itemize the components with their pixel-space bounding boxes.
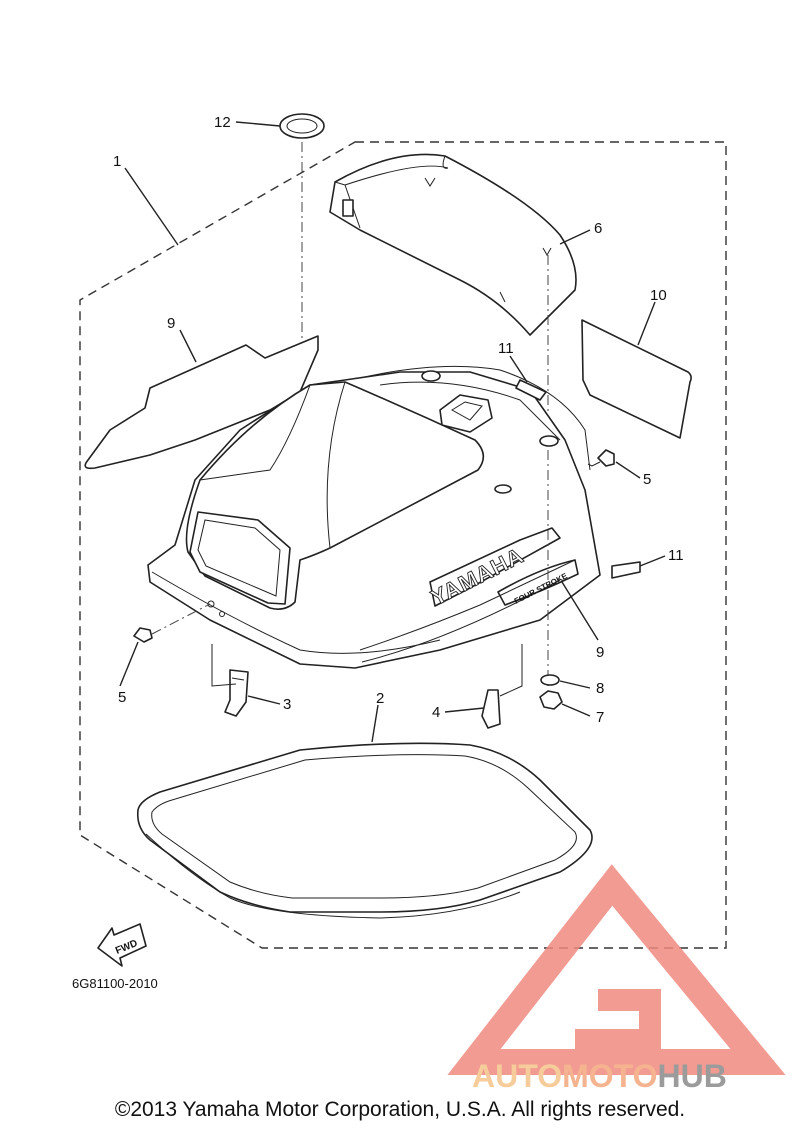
- fwd-arrow-icon: [97, 923, 147, 967]
- seal-gasket-2: [136, 742, 593, 919]
- grommet-12: [279, 113, 325, 139]
- screw-5-right: [587, 449, 615, 467]
- nut-7: [539, 690, 563, 710]
- callout-11-upper: 11: [498, 340, 514, 357]
- callout-2: 2: [376, 690, 384, 707]
- top-cowling: [147, 365, 601, 669]
- callout-3: 3: [283, 696, 291, 713]
- seal-pad-9-left: [84, 335, 319, 470]
- callout-8: 8: [596, 680, 604, 697]
- callout-7: 7: [596, 709, 604, 726]
- top-cover-6: [329, 153, 577, 336]
- bracket-4: [481, 689, 501, 729]
- automotohub-logo: AUTOMOTOHUB: [447, 864, 786, 1094]
- copyright-notice: ©2013 Yamaha Motor Corporation, U.S.A. A…: [114, 1098, 686, 1121]
- assembly-boundary: [79, 141, 727, 949]
- callout-1: 1: [113, 153, 121, 170]
- washer-8: [540, 674, 560, 686]
- callout-6: 6: [594, 220, 602, 237]
- logo-hub: HUB: [657, 1058, 726, 1094]
- pad-11-upper: [515, 379, 547, 401]
- callout-5-left: 5: [118, 689, 126, 706]
- screw-5-left: [133, 627, 153, 643]
- logo-moto: MOTO: [562, 1058, 657, 1094]
- callout-4: 4: [432, 704, 440, 721]
- callout-9-left: 9: [167, 315, 175, 332]
- bracket-3: [224, 669, 249, 717]
- callout-10: 10: [650, 287, 667, 304]
- svg-text:AUTOMOTOHUB: AUTOMOTOHUB: [472, 1058, 727, 1094]
- callout-9-right: 9: [596, 644, 604, 661]
- pad-11-lower: [611, 561, 641, 579]
- part-code: 6G81100-2010: [72, 976, 158, 991]
- logo-auto: AUTO: [472, 1058, 562, 1094]
- seal-pad-10: [581, 319, 692, 439]
- callout-11-lower: 11: [668, 547, 684, 564]
- callout-12: 12: [214, 114, 231, 131]
- callout-5-right: 5: [643, 471, 651, 488]
